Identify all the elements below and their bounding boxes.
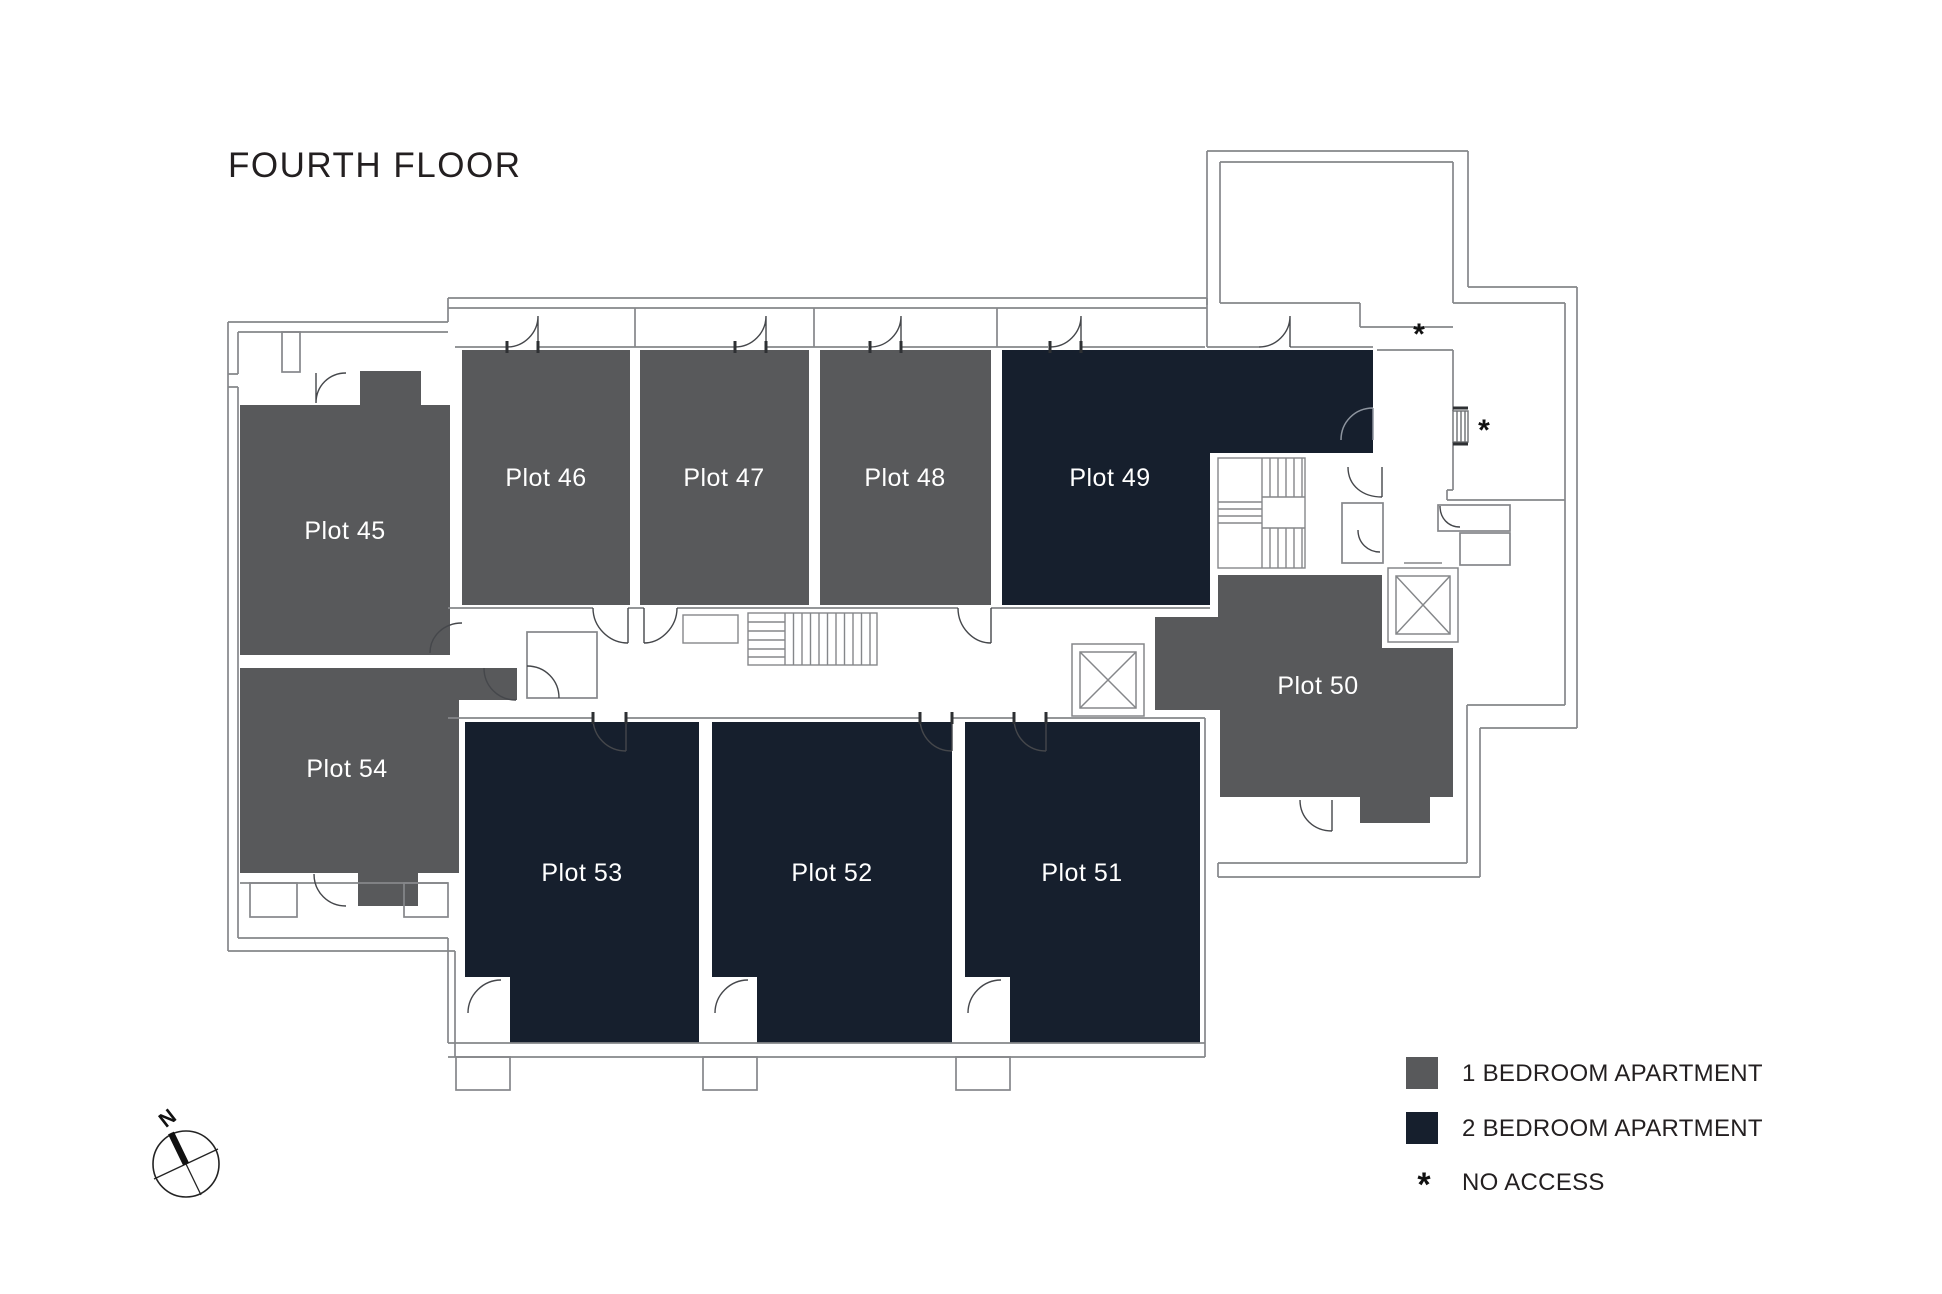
legend-label-1bed: 1 BEDROOM APARTMENT — [1462, 1060, 1763, 1087]
east-room-1 — [1437, 504, 1511, 532]
plot-47-label: Plot 47 — [683, 464, 764, 492]
stair-vestibule — [1341, 502, 1384, 564]
plot-50-region — [1155, 575, 1453, 823]
plot-51-label: Plot 51 — [1041, 859, 1122, 887]
no-access-marker-1: * — [1413, 318, 1425, 351]
terrace-room-walls — [1206, 150, 1578, 878]
plot-45-label: Plot 45 — [304, 517, 385, 545]
lift-right — [1387, 562, 1459, 643]
south-tab-1 — [455, 1056, 511, 1091]
no-access-window — [1452, 410, 1469, 443]
compass-icon: N — [152, 1105, 220, 1198]
page-title: FOURTH FLOOR — [228, 146, 521, 185]
plot-fills — [240, 350, 1453, 1043]
lift-left — [1071, 643, 1145, 717]
plot-50-label: Plot 50 — [1277, 672, 1358, 700]
plot-53-region — [465, 722, 699, 1043]
west-wing-walls — [227, 298, 456, 1057]
legend-swatch-1bed — [1406, 1057, 1438, 1089]
plot-51-region — [965, 722, 1200, 1043]
plot-49-region — [1002, 350, 1373, 605]
plot-45-region — [240, 371, 450, 655]
no-access-marker-2: * — [1478, 414, 1490, 447]
plot-labels: Plot 45 Plot 46 Plot 47 Plot 48 Plot 49 … — [304, 464, 1358, 887]
east-corridor-walls — [1377, 349, 1565, 501]
legend-asterisk-icon: * — [1417, 1166, 1431, 1204]
legend-swatch-2bed — [1406, 1112, 1438, 1144]
plot-47-region — [640, 350, 809, 605]
plot-48-region — [820, 350, 991, 605]
legend: 1 BEDROOM APARTMENT 2 BEDROOM APARTMENT … — [1406, 1057, 1763, 1204]
plot-49-label: Plot 49 — [1069, 464, 1150, 492]
central-staircase — [682, 612, 878, 666]
compass-north-label: N — [155, 1105, 181, 1132]
legend-label-2bed: 2 BEDROOM APARTMENT — [1462, 1115, 1763, 1142]
plot-54-label: Plot 54 — [306, 755, 387, 783]
door-jambs — [505, 341, 1468, 724]
south-wing-walls — [448, 718, 1206, 1058]
west-top-tab — [281, 331, 301, 373]
plot-52-region — [712, 722, 952, 1043]
plot-48-label: Plot 48 — [864, 464, 945, 492]
west-bottom-tab-2 — [403, 882, 449, 918]
east-room-2 — [1459, 532, 1511, 566]
plot-53-label: Plot 53 — [541, 859, 622, 887]
plot-52-label: Plot 52 — [791, 859, 872, 887]
plot-54-region — [240, 668, 517, 906]
east-staircase — [1217, 457, 1306, 569]
west-bottom-tab-1 — [249, 882, 298, 918]
legend-label-no-access: NO ACCESS — [1462, 1169, 1605, 1196]
door-swings-on-dark — [1340, 407, 1374, 441]
north-wing-walls — [448, 297, 1373, 348]
mid-vestibule — [526, 631, 598, 699]
plot-46-label: Plot 46 — [505, 464, 586, 492]
south-tab-2 — [702, 1056, 758, 1091]
mid-corridor-walls — [448, 607, 1210, 719]
building-outline — [227, 150, 1578, 1091]
plot-46-region — [462, 350, 630, 605]
south-tab-3 — [955, 1056, 1011, 1091]
